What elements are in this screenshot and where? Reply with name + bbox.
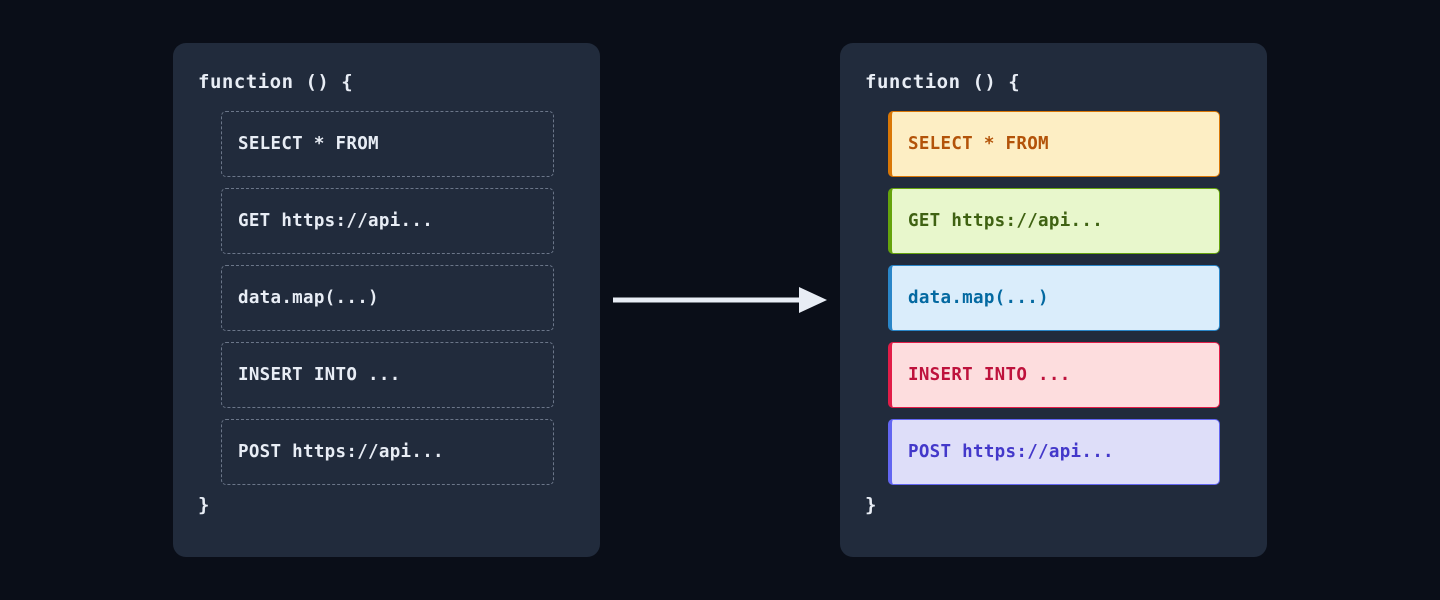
statement-chip-http-post[interactable]: POST https://api... bbox=[888, 419, 1220, 485]
function-open-brace-after: function () { bbox=[865, 71, 1021, 93]
statement-chip[interactable]: data.map(...) bbox=[221, 265, 554, 331]
panel-before-classification: function () { SELECT * FROM GET https://a… bbox=[173, 43, 600, 557]
statement-chip[interactable]: POST https://api... bbox=[221, 419, 554, 485]
arrow-right-icon bbox=[613, 287, 827, 313]
statement-chip[interactable]: SELECT * FROM bbox=[221, 111, 554, 177]
statement-chip-sql-select[interactable]: SELECT * FROM bbox=[888, 111, 1220, 177]
panel-after-classification: function () { SELECT * FROM GET https://a… bbox=[840, 43, 1267, 557]
statement-chip[interactable]: INSERT INTO ... bbox=[221, 342, 554, 408]
statement-chip-js-map[interactable]: data.map(...) bbox=[888, 265, 1220, 331]
function-close-brace-after: } bbox=[865, 494, 877, 516]
function-open-brace-before: function () { bbox=[198, 71, 354, 93]
function-close-brace-before: } bbox=[198, 494, 210, 516]
statement-chip[interactable]: GET https://api... bbox=[221, 188, 554, 254]
statement-list-after: SELECT * FROM GET https://api... data.map(… bbox=[888, 111, 1243, 496]
statement-list-before: SELECT * FROM GET https://api... data.map(… bbox=[221, 111, 576, 496]
statement-chip-http-get[interactable]: GET https://api... bbox=[888, 188, 1220, 254]
statement-chip-sql-insert[interactable]: INSERT INTO ... bbox=[888, 342, 1220, 408]
